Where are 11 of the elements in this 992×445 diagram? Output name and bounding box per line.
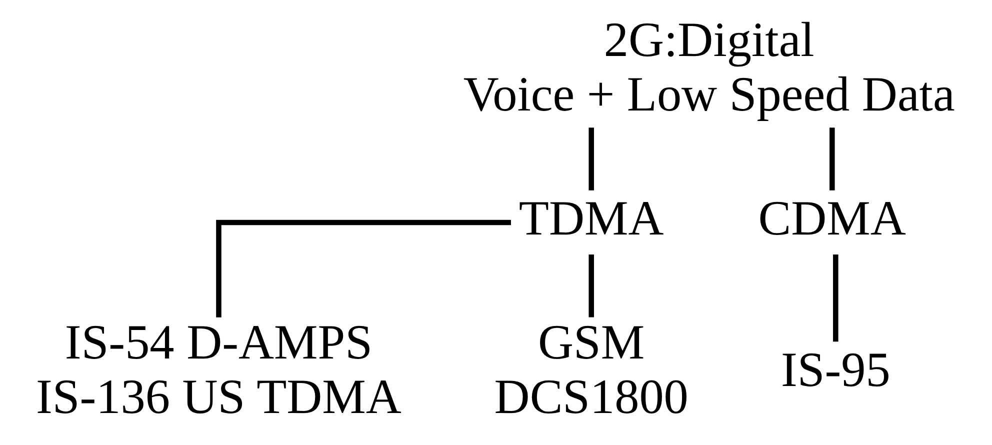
connector [833,254,838,342]
connector [588,254,594,318]
node-text: TDMA [518,190,664,246]
node-text: IS-54 D-AMPS IS-136 US TDMA [36,314,402,424]
connector [216,220,511,318]
node-text: GSM DCS1800 [494,314,688,424]
node-text: 2G:Digital Voice + Low Speed Data [463,12,955,122]
connector [830,128,835,190]
node-text: CDMA [758,190,906,246]
connector [588,128,594,190]
node-text: IS-95 [780,342,890,397]
